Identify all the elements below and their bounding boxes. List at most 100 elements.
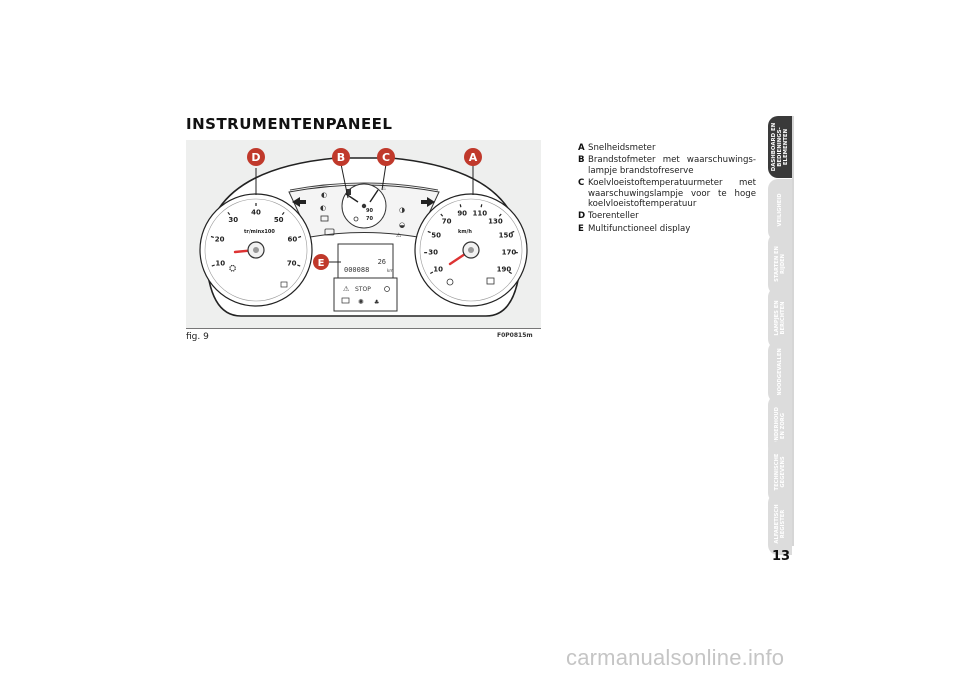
speed-tick-mark (430, 271, 434, 275)
watermark: carmanualsonline.info (566, 645, 785, 670)
legend-key: A (578, 143, 585, 153)
tab-starten-en-rijden[interactable]: STARTEN EN RIJDEN (768, 233, 792, 295)
rear-fog-icon: ◒ (399, 221, 405, 229)
tach-tick-mark (227, 211, 231, 216)
tach-tick-label: 20 (215, 236, 225, 244)
tach-tick-mark (210, 235, 214, 238)
speed-tick-mark (459, 204, 462, 208)
tab-dashboard[interactable]: DASHBOARD EN BEDIENINGS- ELEMENTEN (768, 116, 792, 178)
fog-light-icon: ◑ (399, 206, 405, 214)
page-title: INSTRUMENTENPANEEL (186, 115, 393, 133)
svg-text:000088: 000088 (344, 266, 369, 274)
speed-tick-label: 150 (499, 231, 514, 239)
callout-a: A (469, 151, 478, 164)
tab-label: ALFABETISCH REGISTER (774, 504, 786, 544)
speed-tick-mark (427, 230, 431, 234)
speed-tick-label: 90 (457, 210, 467, 218)
tab-label: TECHNISCHE GEGEVENS (774, 453, 786, 491)
speed-tick-label: 10 (433, 266, 443, 274)
speed-tick-label: 70 (442, 217, 452, 225)
speed-unit-label: km/h (458, 229, 472, 235)
speed-tick-mark (440, 213, 444, 217)
callout-markers: D B C A E (247, 148, 482, 270)
legend-text: Brandstofmeter met waarschuwings-lampje … (588, 155, 756, 176)
svg-text:STOP: STOP (355, 286, 371, 293)
tach-tick-mark (281, 211, 285, 216)
callout-e: E (318, 258, 325, 269)
legend-text: Toerenteller (588, 211, 639, 222)
tach-tick-mark (211, 264, 215, 267)
svg-text:70: 70 (366, 216, 373, 222)
multifunction-display: 26 000088 km ⚠ STOP ✺ ♣ (333, 243, 398, 312)
speed-tick-label: 30 (428, 249, 438, 257)
tab-lampjes-en-berichten[interactable]: LAMPJES EN BERICHTEN (768, 287, 792, 349)
fuel-temp-gauge: 90 70 ♨ (341, 183, 387, 229)
tab-technische-gegevens[interactable]: TECHNISCHE GEGEVENS (768, 441, 792, 503)
tab-label: ONDERHOUD EN ZORG (774, 407, 786, 445)
speed-tick-mark (498, 213, 502, 217)
speed-tick-label: 110 (472, 210, 487, 218)
svg-text:♣: ♣ (374, 299, 379, 306)
coolant-temp-icon: ♨ (381, 185, 386, 192)
page-number: 13 (772, 549, 791, 564)
callout-c: C (382, 151, 390, 164)
speed-tick-label: 50 (431, 231, 441, 239)
legend-text: Snelheidsmeter (588, 143, 656, 153)
speed-tick-mark (480, 204, 483, 208)
tach-tick-label: 10 (215, 260, 225, 268)
svg-text:km: km (387, 268, 393, 273)
tach-tick-label: 70 (287, 260, 297, 268)
legend-item: E Multifunctioneel display (578, 224, 756, 234)
abs-icon (341, 297, 350, 304)
tach-tick-label: 50 (274, 216, 284, 224)
tab-strip-edge (792, 116, 794, 546)
tab-label: LAMPJES EN BERICHTEN (774, 300, 786, 336)
speed-tick-label: 170 (502, 249, 517, 257)
callout-d: D (251, 151, 260, 164)
svg-text:✺: ✺ (358, 298, 364, 306)
speed-tick-label: 190 (497, 266, 512, 274)
legend-key: E (578, 223, 584, 234)
legend-text: Koelvloeistoftemperatuurmeter met waarsc… (588, 178, 756, 210)
warning-triangle-icon: ⚠ (343, 285, 350, 293)
tab-label: DASHBOARD EN BEDIENINGS- ELEMENTEN (771, 122, 789, 172)
legend-text: Multifunctioneel display (588, 223, 691, 234)
battery-icon (320, 215, 329, 222)
tach-tick-label: 30 (228, 216, 238, 224)
headlight-icon: ◐ (321, 191, 327, 199)
speed-tick-mark (511, 230, 515, 234)
tab-label: NOODGEVALLEN (777, 348, 783, 396)
svg-text:⚠: ⚠ (396, 232, 402, 239)
tab-label: STARTEN EN RIJDEN (774, 246, 786, 282)
callout-b: B (337, 151, 345, 164)
tach-tick-mark (297, 264, 301, 267)
tach-tick-mark (298, 235, 302, 238)
legend-key: D (578, 211, 586, 222)
tach-tick-label: 40 (251, 209, 261, 217)
legend-key: C (578, 178, 585, 189)
speed-tick-label: 130 (488, 217, 503, 225)
tach-tick-label: 60 (288, 236, 298, 244)
figure-label: fig. 9 (186, 332, 209, 342)
svg-text:90: 90 (366, 208, 373, 214)
svg-text:26: 26 (378, 258, 386, 266)
legend-key: B (578, 155, 585, 166)
tab-noodgevallen[interactable]: NOODGEVALLEN (768, 341, 792, 403)
tach-unit-label: tr/minx100 (244, 229, 275, 235)
turn-left-icon (292, 197, 306, 207)
turn-right-icon (421, 197, 435, 207)
tab-alfabetisch-register[interactable]: ALFABETISCH REGISTER (768, 493, 792, 555)
svg-text:⛭: ⛭ (229, 264, 236, 274)
tab-veiligheid[interactable]: VEILIGHEID (768, 179, 792, 241)
tab-label: VEILIGHEID (777, 193, 783, 227)
fuel-pump-icon (346, 189, 351, 195)
figure-code: F0P0815m (497, 332, 533, 339)
tachometer: 10 20 30 40 50 60 70 tr/minx100 ⛭ (199, 193, 313, 307)
speed-tick-mark (508, 271, 512, 275)
